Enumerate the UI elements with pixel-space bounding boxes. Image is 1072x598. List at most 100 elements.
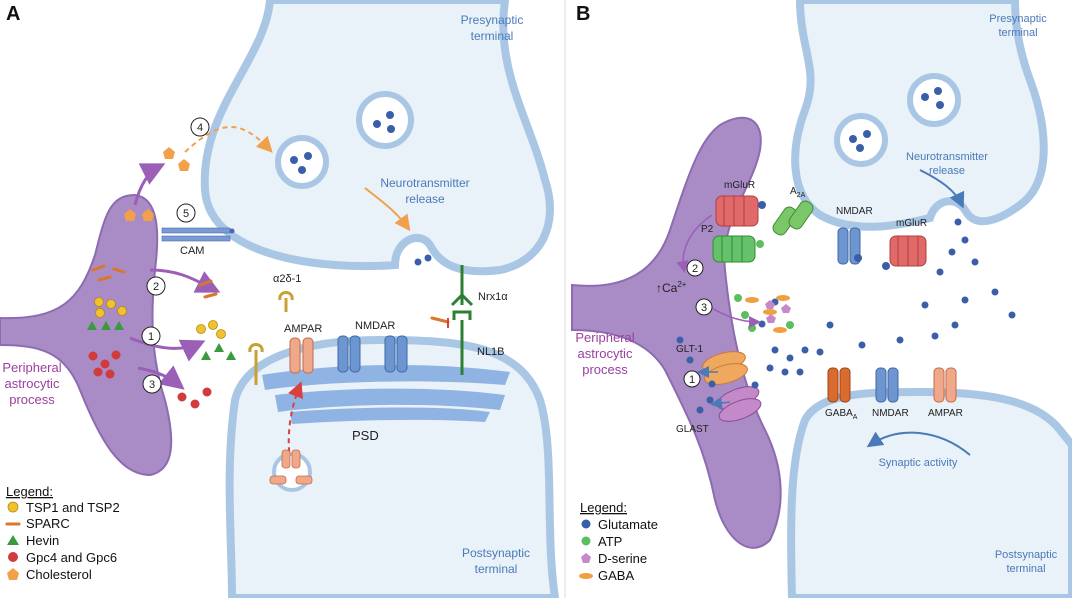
- astrocyte-a: [0, 193, 173, 477]
- mglur-pre-b: [882, 235, 927, 270]
- arrow-release-a: [364, 187, 411, 232]
- a2a-receptor: [772, 200, 814, 236]
- cholesterol-free-1: [163, 147, 175, 159]
- internalized-vesicle-a: [269, 449, 313, 492]
- sparc-in-astro: [91, 264, 126, 282]
- legend-a-marker-gpc: [8, 552, 18, 562]
- neurotransmitter-label-b-2: release: [929, 165, 965, 177]
- legend-b: Legend: Glutamate ATP D-serine GABA: [579, 500, 658, 583]
- arrow-2: [149, 268, 221, 293]
- number-circles-a: [141, 117, 210, 394]
- p2-receptor: [712, 235, 764, 263]
- postsynaptic-label-a-2: terminal: [475, 562, 518, 576]
- nrx-label: Nrx1α: [478, 291, 508, 303]
- number-2b: 2: [692, 263, 698, 275]
- legend-a-marker-hevin: [7, 535, 19, 545]
- legend-a: Legend: TSP1 and TSP2 SPARC Hevin Gpc4 a…: [5, 484, 120, 582]
- astro-label-b-1: Peripheral: [575, 330, 634, 345]
- tsp-in-astro: [94, 297, 127, 318]
- legend-b-item-2: D-serine: [598, 551, 647, 566]
- panel-b: 2 3 1 B Presynaptic terminal Postsynapti…: [571, 0, 1072, 598]
- a2d1-receptor: [278, 291, 294, 312]
- legend-b-marker-gaba: [579, 573, 593, 579]
- number-1a: 1: [148, 331, 154, 343]
- postsynaptic-label-b-2: terminal: [1006, 563, 1045, 575]
- p2-label: P2: [701, 224, 714, 235]
- presynaptic-label-b-1: Presynaptic: [989, 13, 1047, 25]
- number-2a: 2: [153, 281, 159, 293]
- arrow-b2: [676, 214, 713, 273]
- glast-label: GLAST: [676, 424, 709, 435]
- gpc-free: [177, 387, 212, 409]
- legend-a-marker-cholesterol: [7, 568, 19, 580]
- astro-label-b-3: process: [582, 362, 628, 377]
- presynaptic-label-b-2: terminal: [998, 27, 1037, 39]
- legend-a-item-2: Hevin: [26, 533, 59, 548]
- sparc-free: [198, 279, 218, 299]
- arrow-4: [184, 126, 273, 153]
- arrow-release-b: [919, 169, 965, 209]
- number-3a: 3: [149, 379, 155, 391]
- number-circles-b: [683, 259, 713, 388]
- neurotransmitter-label-b-1: Neurotransmitter: [906, 151, 988, 163]
- arrow-glast: [710, 396, 731, 409]
- cholesterol-a1: [124, 209, 136, 221]
- astro-label-a-1: Peripheral: [2, 360, 61, 375]
- postsynaptic-label-b-1: Postsynaptic: [995, 549, 1058, 561]
- legend-b-marker-dserine: [581, 553, 591, 563]
- neurotransmitter-label-a-2: release: [405, 192, 445, 206]
- legend-b-marker-glutamate: [581, 519, 591, 529]
- nmdar-label-a: NMDAR: [355, 320, 395, 332]
- legend-a-item-4: Cholesterol: [26, 567, 92, 582]
- legend-a-title: Legend:: [6, 484, 53, 499]
- ca-label: ↑Ca2+: [656, 280, 687, 295]
- postsynaptic-label-a-1: Postsynaptic: [462, 546, 530, 560]
- panel-letter-b: B: [576, 3, 590, 25]
- arrow-1: [129, 336, 206, 362]
- presynaptic-label-a-2: terminal: [471, 29, 514, 43]
- arrow-3: [137, 365, 185, 390]
- number-3b: 3: [701, 302, 707, 314]
- ampar-post-b: [933, 367, 957, 403]
- legend-b-title: Legend:: [580, 500, 627, 515]
- ampar-label-a: AMPAR: [284, 323, 322, 335]
- gaba-b: [745, 295, 790, 333]
- mglur-pre-label: mGluR: [896, 218, 927, 229]
- astro-label-a-2: astrocytic: [5, 376, 60, 391]
- nmdar-post-b: [875, 367, 899, 403]
- astro-label-a-3: process: [9, 392, 55, 407]
- cam-label: CAM: [180, 245, 204, 257]
- presynaptic-label-a-1: Presynaptic: [461, 13, 524, 27]
- number-5a: 5: [183, 208, 189, 220]
- legend-b-marker-atp: [581, 536, 591, 546]
- nmdar-pre-label: NMDAR: [836, 206, 873, 217]
- nmdar-post-label: NMDAR: [872, 408, 909, 419]
- gpc-in-astro: [88, 350, 121, 379]
- nmdar-a2: [384, 335, 408, 373]
- psd-label: PSD: [352, 428, 379, 443]
- panel-letter-a: A: [6, 3, 20, 25]
- legend-b-item-0: Glutamate: [598, 517, 658, 532]
- hevin-free: [201, 343, 236, 360]
- legend-a-item-1: SPARC: [26, 516, 70, 531]
- psd-a: [262, 364, 510, 424]
- ampar-a: [289, 337, 314, 374]
- legend-a-marker-tsp: [7, 501, 19, 513]
- nmdar-a1: [337, 335, 361, 373]
- cam-a: [161, 227, 235, 242]
- nl1b-label: NL1B: [477, 346, 505, 358]
- vesicle-b2: [907, 73, 961, 127]
- postsynaptic-terminal-b: [787, 387, 1072, 598]
- a2d1-label: α2δ-1: [273, 273, 301, 285]
- gabaa-receptor: [827, 367, 851, 403]
- dserine-b: [765, 300, 791, 323]
- legend-a-item-3: Gpc4 and Gpc6: [26, 550, 117, 565]
- gabaa-label: GABAA: [825, 408, 858, 421]
- nrx-nl1b: [430, 265, 474, 375]
- ampar-post-label: AMPAR: [928, 408, 963, 419]
- legend-b-item-3: GABA: [598, 568, 634, 583]
- cholesterol-a2: [142, 209, 154, 221]
- vesicle-a1: [275, 135, 329, 189]
- hevin-in-astro: [87, 321, 124, 330]
